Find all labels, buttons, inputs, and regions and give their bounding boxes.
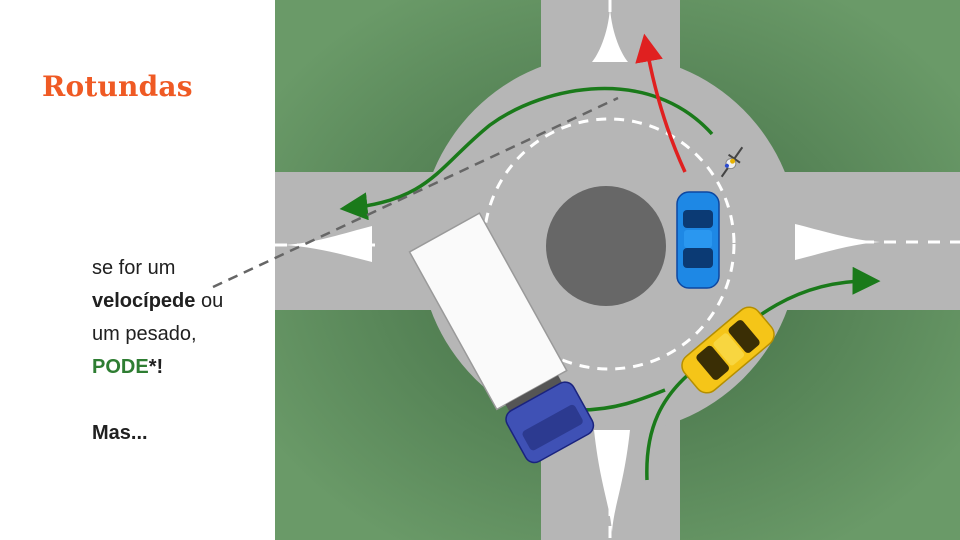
green-path-truck bbox=[579, 388, 666, 412]
text-ou: ou bbox=[195, 290, 224, 312]
text-line-4: PODE*! bbox=[92, 351, 272, 384]
text-line-1: se for um bbox=[92, 257, 176, 279]
text-pode: PODE bbox=[92, 356, 149, 378]
bicycle-rider-icon bbox=[720, 146, 744, 178]
text-line-2: velocípede ou bbox=[92, 285, 272, 318]
text-velocipede: velocípede bbox=[92, 290, 196, 312]
body-text: se for um velocípede ou um pesado, PODE*… bbox=[92, 252, 272, 450]
text-line-5: Mas... bbox=[92, 417, 272, 450]
text-line-3: um pesado, bbox=[92, 323, 197, 345]
central-island bbox=[546, 186, 666, 306]
roundabout-scene bbox=[275, 0, 960, 540]
blue-car bbox=[676, 191, 720, 289]
slide-title: Rotundas bbox=[42, 70, 193, 103]
splitter-east bbox=[795, 224, 880, 260]
splitter-south bbox=[594, 430, 630, 532]
yellow-car bbox=[681, 306, 775, 394]
splitter-north bbox=[592, 8, 628, 62]
text-asterisk: *! bbox=[148, 356, 164, 378]
text-mas: Mas... bbox=[92, 422, 148, 444]
inner-lane-dashes bbox=[482, 117, 736, 371]
truck-hitch bbox=[505, 375, 562, 412]
red-path-north bbox=[635, 33, 687, 173]
text-gap bbox=[92, 384, 272, 417]
